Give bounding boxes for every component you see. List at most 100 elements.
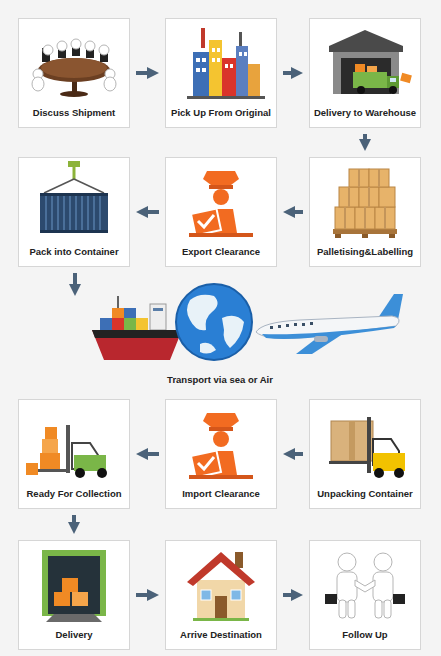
container-icon-part-part: [69, 195, 71, 231]
container-icon-part-part: [81, 195, 83, 231]
container-icon-part-part: [45, 195, 47, 231]
ship-icon-part-part: [100, 318, 112, 330]
container-icon-part-part: [87, 195, 89, 231]
pallet-icon: [333, 169, 397, 238]
handshake-icon-part: [393, 594, 405, 604]
meeting-icon-part-part: [32, 77, 44, 91]
flow-arrow: [293, 452, 303, 456]
plane-icon: [256, 294, 403, 354]
meeting-icon-part-part: [71, 39, 81, 49]
house-icon: [187, 552, 255, 621]
handshake-icon-part-part: [355, 580, 375, 592]
handshake-icon-part-part: [338, 553, 356, 571]
step-tile: Palletising&Labelling: [309, 157, 421, 267]
warehouse-icon-part: [355, 64, 365, 72]
pallet-icon-part-part: [335, 234, 341, 238]
city-icon-part-part: [212, 48, 215, 52]
step-tile: Unpacking Container: [309, 399, 421, 509]
flow-arrow: [283, 593, 293, 597]
step-label: Unpacking Container: [317, 488, 413, 499]
ship-icon-part: [92, 330, 182, 360]
meeting-icon: [32, 39, 116, 97]
pallet-icon-part-part: [389, 234, 395, 238]
forklift-icon-part: [45, 427, 57, 439]
container-icon-part: [40, 193, 108, 196]
meeting-icon-part: [60, 91, 88, 97]
pallet-icon-part-part: [355, 207, 375, 229]
step-label: Delivery to Warehouse: [314, 107, 416, 118]
city-icon-part: [201, 28, 205, 48]
plane-icon-part-part: [286, 324, 289, 327]
flow-arrow: [146, 210, 159, 214]
flow-arrow: [146, 452, 159, 456]
transport-band: Transport via sea or Air: [20, 298, 420, 390]
meeting-icon-part-part: [104, 77, 116, 91]
tile-backgrounds-part: [18, 540, 130, 650]
warehouse-icon-part: [341, 58, 391, 94]
pallet-icon-part-part: [379, 187, 395, 207]
container-icon-part: [73, 167, 76, 179]
truck-door-icon-part: [72, 592, 88, 606]
container-icon-part: [44, 179, 74, 193]
forklift-box-icon-part: [394, 468, 404, 478]
forklift-icon-part: [97, 468, 107, 478]
tile-backgrounds-part: [18, 399, 130, 509]
forklift-box-icon: [329, 417, 405, 478]
warehouse-icon-part: [333, 52, 399, 94]
customs-icon: [189, 171, 253, 237]
forklift-box-icon-part: [331, 421, 373, 461]
globe-icon-part: [176, 284, 252, 360]
step-label: Import Clearance: [182, 488, 260, 499]
house-icon-part: [201, 590, 211, 600]
city-icon-part-part: [239, 52, 242, 56]
pallet-icon-part-part: [335, 207, 355, 229]
step-label: Pack into Container: [29, 246, 118, 257]
customs-icon: [189, 413, 253, 479]
tile-backgrounds-part: [309, 157, 421, 267]
ship-icon-part-part: [112, 308, 124, 318]
city-icon-part-part: [212, 58, 215, 62]
step-tile: Delivery: [18, 540, 130, 650]
forklift-box-icon-part: [374, 468, 384, 478]
city-icon-part-part: [196, 68, 200, 72]
city-icon-part: [193, 52, 209, 96]
flow-arrow: [72, 515, 76, 524]
pallet-icon-part-part: [349, 169, 369, 187]
connector-group: [74, 73, 365, 595]
forklift-box-icon-part: [367, 417, 371, 473]
globe-icon-part: [187, 295, 218, 331]
city-icon-part: [196, 48, 247, 72]
plane-icon-part-part: [294, 323, 297, 326]
warehouse-icon-part: [400, 73, 412, 83]
step-label: Discuss Shipment: [33, 107, 115, 118]
plane-icon-part-part: [302, 323, 305, 326]
pallet-icon-part: [333, 229, 397, 234]
pallet-icon-part: [335, 169, 395, 229]
step-tile: Delivery to Warehouse: [309, 18, 421, 128]
ship-icon: [92, 296, 182, 360]
city-icon-part: [209, 40, 222, 96]
pallet-icon-part-part: [359, 187, 379, 207]
meeting-icon-part-part: [85, 41, 95, 51]
handshake-icon-part-part: [373, 572, 393, 602]
warehouse-icon-part: [357, 86, 365, 94]
step-label: Export Clearance: [182, 246, 260, 257]
warehouse-icon-part: [353, 72, 387, 88]
container-icon-part-part: [99, 195, 101, 231]
warehouse-icon-part: [367, 66, 377, 72]
ship-icon-part: [150, 304, 166, 330]
container-icon-part: [74, 179, 104, 193]
city-icon-part-part: [230, 64, 233, 68]
plane-icon-part-part: [270, 326, 273, 329]
forklift-box-icon-part: [329, 461, 369, 464]
truck-door-icon-part: [42, 550, 106, 616]
forklift-icon-part: [66, 425, 70, 473]
pallet-icon-part-part: [384, 207, 386, 229]
handshake-icon-part: [337, 553, 393, 618]
pallet-icon-part-part: [369, 169, 389, 187]
container-icon-part: [40, 230, 108, 233]
truck-door-icon-part: [48, 556, 100, 614]
city-icon-part: [248, 64, 260, 96]
